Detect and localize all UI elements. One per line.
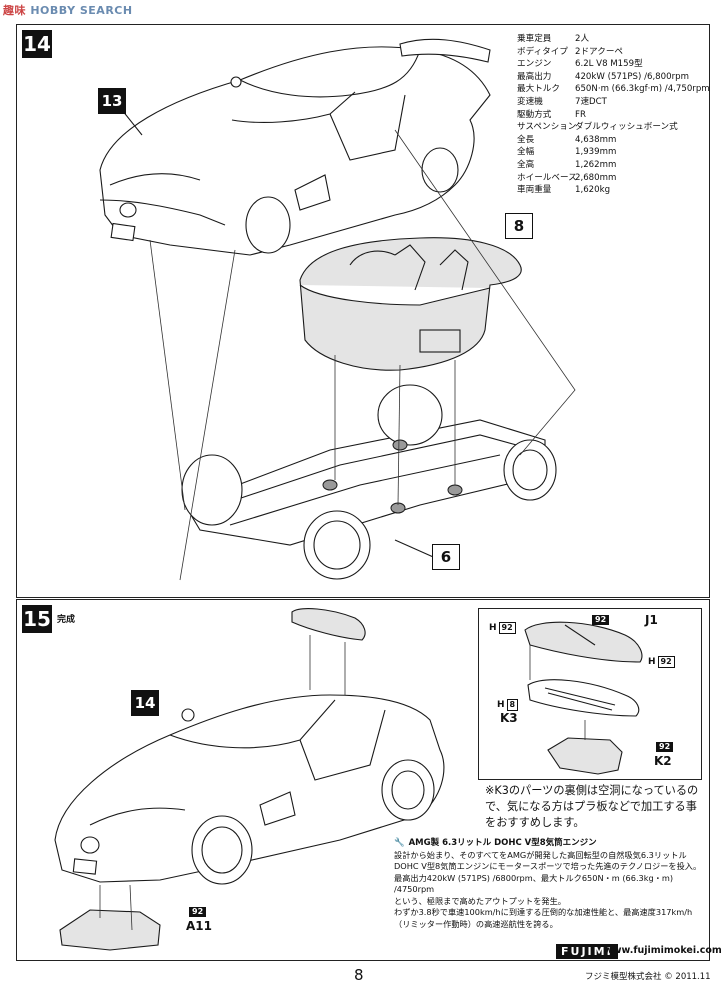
- spec-key: エンジン: [517, 59, 552, 70]
- detail-inset: [478, 608, 702, 780]
- label-a11: A11: [186, 919, 212, 933]
- label-92-k2: 92: [656, 742, 674, 752]
- spec-value: ダブルウィッシュボーン式: [575, 122, 678, 133]
- callout-13: 13: [98, 88, 126, 114]
- spec-key: 最大トルク: [517, 84, 560, 95]
- spec-key: 変速機: [517, 96, 543, 107]
- spec-value: 2,680mm: [575, 172, 617, 183]
- spec-row: ボディタイプ 2ドアクーペ: [517, 46, 710, 59]
- spec-row: 全長 4,638mm: [517, 134, 710, 147]
- spec-row: 駆動方式 FR: [517, 109, 710, 122]
- spec-value: 7速DCT: [575, 96, 607, 107]
- spec-key: 全幅: [517, 147, 535, 158]
- spec-value: 1,620kg: [575, 185, 611, 196]
- spec-row: 乗車定員 2人: [517, 33, 710, 46]
- spec-row: 最高出力 420kW (571PS) /6,800rpm: [517, 71, 710, 84]
- spec-key: ホイールベース: [517, 172, 577, 183]
- spec-value: 6.2L V8 M159型: [575, 59, 643, 70]
- spec-value: 2ドアクーペ: [575, 46, 624, 57]
- engine-info: 🔧AMG製 6.3リットル DOHC V型8気筒エンジン 設計から始まり、そのす…: [394, 838, 714, 930]
- engine-text-2: 最高出力420kW (571PS) /6800rpm、最大トルク650N・m (…: [394, 872, 674, 895]
- underbody-plate: [59, 884, 161, 951]
- engine-text-3: という、極限まで高めたアウトプットを発生。: [394, 895, 566, 906]
- car-body-shell: [99, 38, 491, 256]
- spec-row: 全幅 1,939mm: [517, 146, 710, 159]
- copyright: フジミ模型株式会社 © 2011.11: [585, 972, 711, 982]
- k3-note: ※K3のパーツの裏側は空洞になっているので、気になる方はプラ板などで加工する事を…: [485, 784, 699, 829]
- spec-value: 420kW (571PS) /6,800rpm: [575, 71, 689, 82]
- interior-tub: [299, 237, 522, 371]
- step-14-diagram: [99, 38, 576, 581]
- completed-car: [54, 694, 445, 885]
- step-14-number: 14: [22, 30, 52, 58]
- spec-key: 駆動方式: [517, 109, 552, 120]
- rear-spoiler: [291, 608, 366, 695]
- spec-row: エンジン 6.2L V8 M159型: [517, 58, 710, 71]
- chassis-frame: [181, 384, 557, 580]
- spec-row: サスペンションダブルウィッシュボーン式: [517, 121, 710, 134]
- part-k2: [547, 737, 623, 775]
- spec-key: 全高: [517, 159, 535, 170]
- watermark: 趣味 HOBBY SEARCH: [3, 4, 133, 17]
- spec-row: 全高 1,262mm: [517, 159, 710, 172]
- callout-6: 6: [432, 544, 460, 570]
- engine-icon: 🔧: [394, 838, 405, 848]
- engine-text-5: （リミッター作動時）の高速巡航性を誇る。: [394, 918, 558, 929]
- spec-value: 1,262mm: [575, 159, 617, 170]
- spec-row: 車両重量 1,620kg: [517, 184, 710, 197]
- spec-value: 1,939mm: [575, 147, 617, 158]
- spec-value: 650N·m (66.3kgf·m) /4,750rpm: [575, 84, 710, 95]
- engine-text-4: わずか3.8秒で車速100km/hに到達する圧倒的な加速性能と、最高速度317k…: [394, 907, 693, 917]
- label-k3: K3: [500, 711, 518, 725]
- spec-value: 4,638mm: [575, 134, 617, 145]
- callout-8: 8: [505, 213, 533, 239]
- spec-key: ボディタイプ: [517, 46, 568, 57]
- spec-value: FR: [575, 109, 586, 120]
- spec-row: 変速機 7速DCT: [517, 96, 710, 109]
- spec-key: 車両重量: [517, 185, 552, 196]
- brand-logo: FUJIMI: [556, 944, 618, 959]
- spec-key: 最高出力: [517, 71, 552, 82]
- engine-text-0: 設計から始まり、そのすべてをAMGが開発した高回転型の自然吸気6.3リットル: [394, 849, 687, 860]
- spec-key: 全長: [517, 134, 535, 145]
- engine-text-1: DOHC V型8気筒エンジンにモータースポーツで培った先進のテクノロジーを投入。: [394, 861, 702, 871]
- label-j1: J1: [645, 613, 658, 627]
- engine-title: 🔧AMG製 6.3リットル DOHC V型8気筒エンジン: [394, 838, 597, 848]
- callout-14: 14: [131, 690, 159, 716]
- page-number: 8: [354, 966, 364, 984]
- step-15-label: 完成: [57, 615, 76, 625]
- part-k3: [527, 679, 640, 717]
- spec-row: 最大トルク 650N·m (66.3kgf·m) /4,750rpm: [517, 83, 710, 96]
- spec-value: 2人: [575, 34, 590, 44]
- spec-key: サスペンション: [517, 122, 577, 133]
- label-92-top: 92: [592, 615, 610, 625]
- website-url[interactable]: www.fujimimokei.com: [604, 945, 721, 956]
- part-j1: [524, 621, 643, 663]
- step-15-number: 15: [22, 605, 52, 633]
- spec-key: 乗車定員: [517, 34, 552, 44]
- step-15-diagram: [54, 608, 643, 951]
- label-k2: K2: [654, 754, 672, 768]
- label-92-a11: 92: [189, 907, 207, 917]
- spec-table: 乗車定員 2人ボディタイプ 2ドアクーペエンジン 6.2L V8 M159型最高出力 4…: [517, 33, 710, 197]
